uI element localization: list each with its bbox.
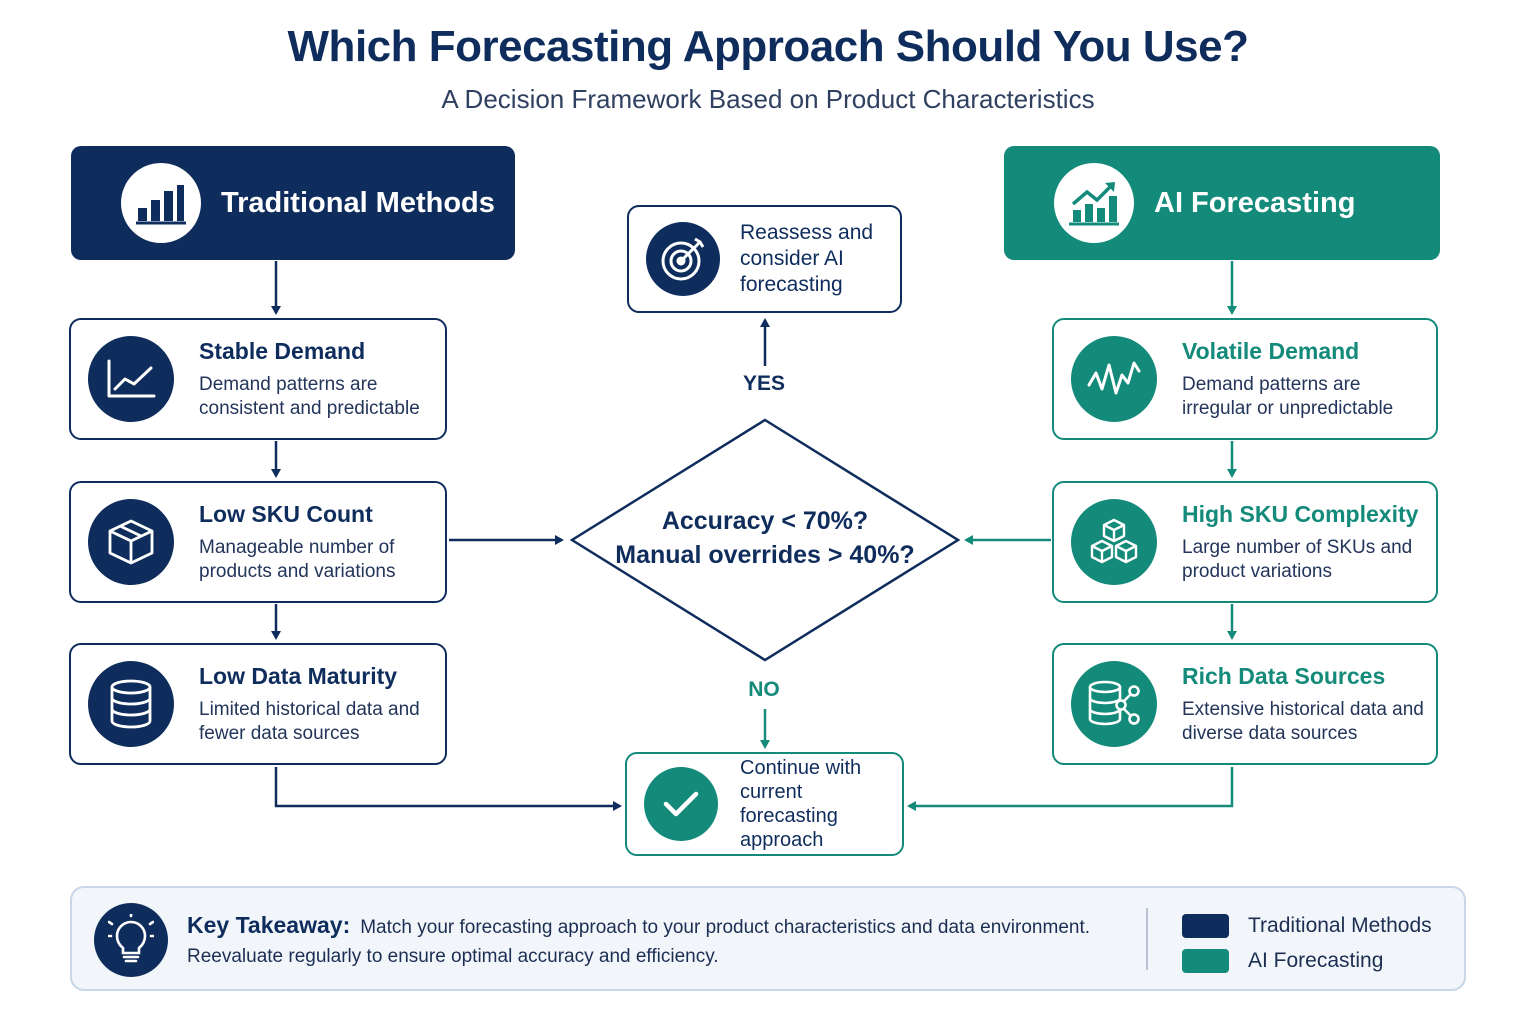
- lightbulb-icon: [94, 903, 168, 977]
- traditional-methods-header: Traditional Methods: [71, 146, 515, 260]
- ai-forecasting-header: AI Forecasting: [1004, 146, 1440, 260]
- arrow-right-to-continue: [907, 767, 1234, 811]
- trending-bar-chart-icon: [1054, 163, 1134, 243]
- pulse-icon: [1071, 336, 1157, 422]
- legend-item-ai: AI Forecasting: [1182, 949, 1383, 973]
- card-rich-data-sources: Rich Data Sources Extensive historical d…: [1052, 643, 1438, 765]
- card-title: High SKU Complexity: [1182, 500, 1419, 527]
- card-description: Extensive historical data and diverse da…: [1182, 698, 1424, 744]
- takeaway-text-1: Match your forecasting approach to your …: [360, 917, 1091, 938]
- card-low-sku-count: Low SKU Count Manageable number of produ…: [69, 481, 447, 603]
- decision-question: Accuracy < 70%? Manual overrides > 40%?: [580, 504, 950, 572]
- legend-label: Traditional Methods: [1248, 914, 1432, 937]
- card-volatile-demand: Volatile Demand Demand patterns are irre…: [1052, 318, 1438, 440]
- outcome-continue-text: Continue with current forecasting approa…: [740, 757, 862, 851]
- box-icon: [88, 499, 174, 585]
- legend-item-traditional: Traditional Methods: [1182, 914, 1432, 938]
- legend-swatch-teal: [1182, 949, 1229, 973]
- card-title: Volatile Demand: [1182, 337, 1360, 364]
- cubes-icon: [1071, 499, 1157, 585]
- card-title: Low Data Maturity: [199, 662, 398, 689]
- card-description: Demand patterns are irregular or unpredi…: [1182, 373, 1394, 419]
- card-high-sku-complexity: High SKU Complexity Large number of SKUs…: [1052, 481, 1438, 603]
- yes-label: YES: [742, 372, 786, 395]
- decision-line-overrides: Manual overrides > 40%?: [615, 541, 915, 569]
- card-title: Rich Data Sources: [1182, 662, 1386, 689]
- card-description: Demand patterns are consistent and predi…: [199, 373, 420, 419]
- outcome-reassess-text: Reassess and consider AI forecasting: [740, 221, 874, 296]
- outcome-continue: Continue with current forecasting approa…: [625, 752, 904, 856]
- decision-line-accuracy: Accuracy < 70%?: [661, 507, 869, 535]
- database-network-icon: [1071, 661, 1157, 747]
- legend-label: AI Forecasting: [1248, 949, 1384, 972]
- no-label: NO: [748, 678, 780, 701]
- outcome-reassess: Reassess and consider AI forecasting: [627, 205, 902, 313]
- card-low-data-maturity: Low Data Maturity Limited historical dat…: [69, 643, 447, 765]
- card-description: Manageable number of products and variat…: [199, 536, 396, 582]
- bar-chart-icon: [121, 163, 201, 243]
- takeaway-label: Key Takeaway:: [187, 912, 351, 938]
- page-title: Which Forecasting Approach Should You Us…: [287, 22, 1249, 71]
- legend-divider: [1146, 908, 1148, 970]
- arrow-left-to-continue: [274, 767, 622, 811]
- key-takeaway-panel: Key Takeaway: Match your forecasting appr…: [70, 886, 1466, 991]
- takeaway-line-2: Reevaluate regularly to ensure optimal a…: [187, 946, 719, 967]
- card-description: Limited historical data and fewer data s…: [199, 698, 420, 744]
- line-chart-icon: [88, 336, 174, 422]
- checkmark-icon: [644, 767, 718, 841]
- takeaway-line-1: Key Takeaway: Match your forecasting appr…: [187, 912, 1090, 939]
- card-title: Low SKU Count: [199, 500, 373, 527]
- card-description: Large number of SKUs and product variati…: [1182, 536, 1413, 582]
- card-stable-demand: Stable Demand Demand patterns are consis…: [69, 318, 447, 440]
- database-icon: [88, 661, 174, 747]
- legend-swatch-navy: [1182, 914, 1229, 938]
- ai-forecasting-label: AI Forecasting: [1154, 186, 1356, 219]
- card-title: Stable Demand: [199, 337, 366, 364]
- page-subtitle: A Decision Framework Based on Product Ch…: [441, 84, 1095, 114]
- target-icon: [646, 222, 720, 296]
- traditional-methods-label: Traditional Methods: [221, 186, 495, 219]
